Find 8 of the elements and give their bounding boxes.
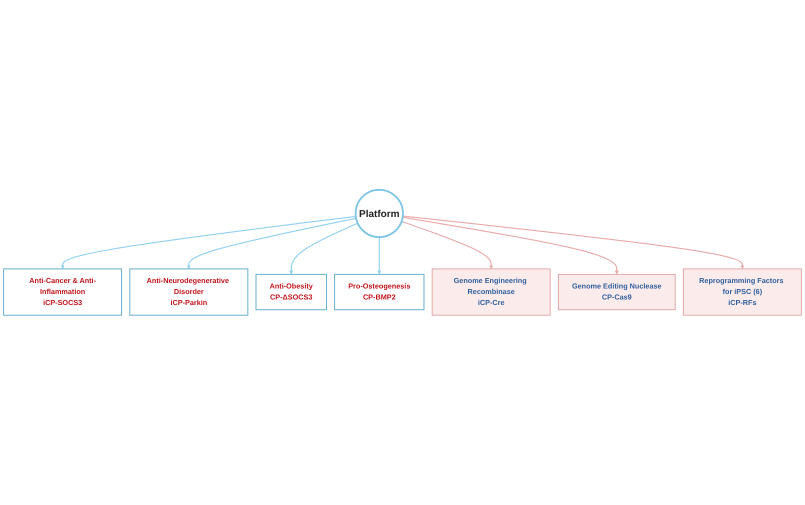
arrow bbox=[60, 216, 356, 270]
arrow bbox=[401, 220, 494, 270]
arrow bbox=[186, 218, 356, 270]
arrow bbox=[289, 222, 358, 275]
arrow bbox=[402, 215, 744, 270]
arrow bbox=[402, 216, 619, 275]
node-circle: Platform bbox=[354, 188, 404, 238]
arrow bbox=[377, 237, 382, 275]
